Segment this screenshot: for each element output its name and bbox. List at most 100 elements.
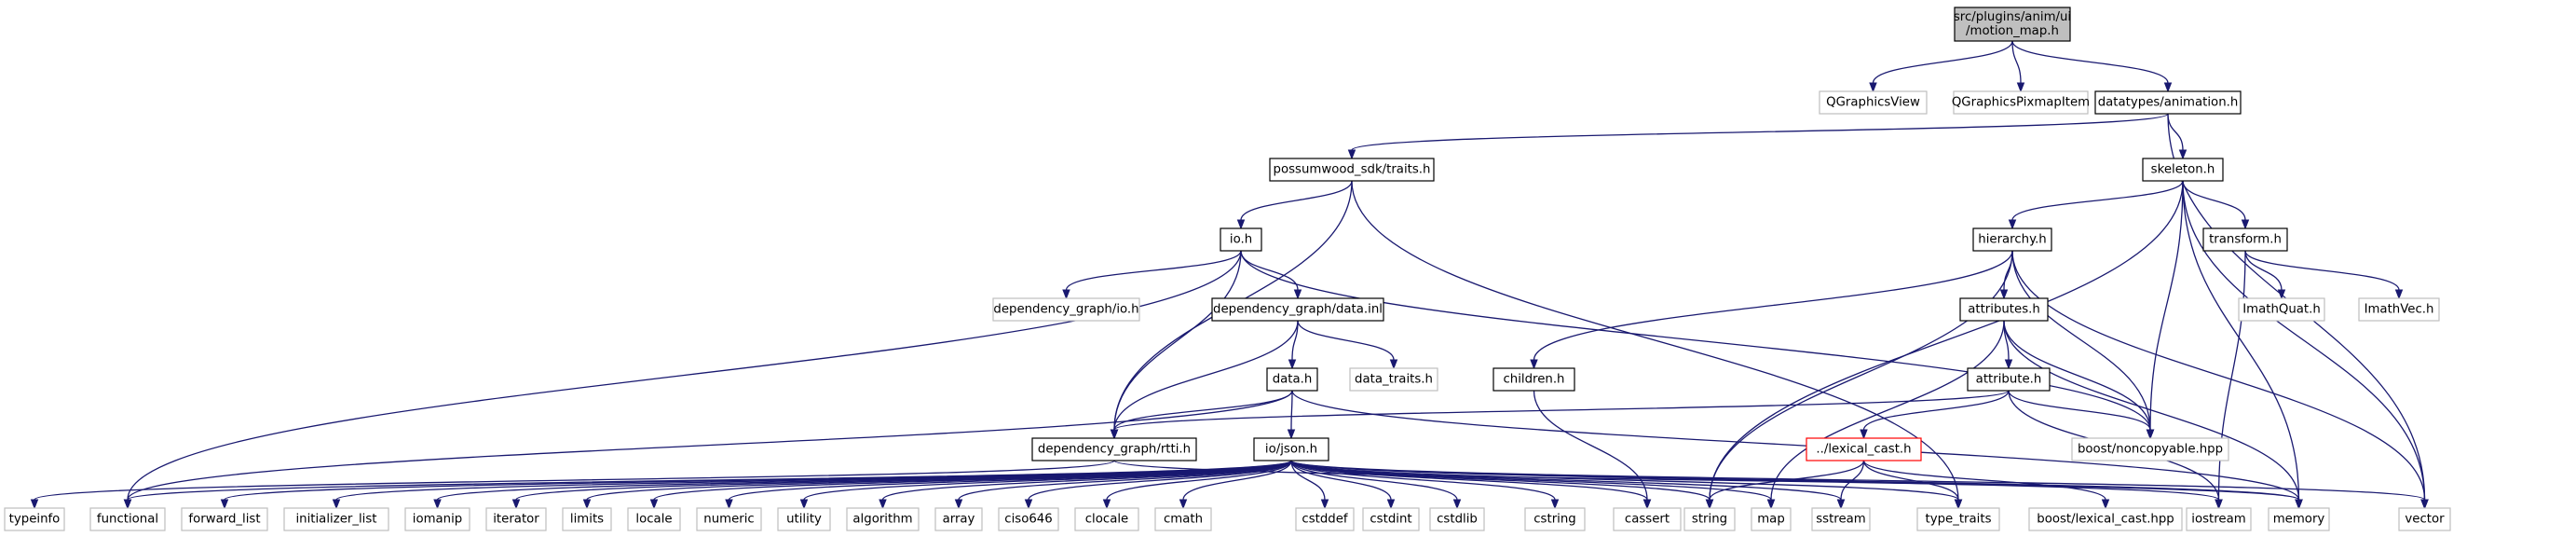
edge-attribute-to-rtti <box>1113 390 2010 431</box>
node-label: data_traits.h <box>1355 373 1433 387</box>
arrowhead-hierarchy-to-children <box>1530 359 1538 370</box>
node-label: cmath <box>1164 513 1203 527</box>
node-box <box>1362 507 1420 531</box>
arrowhead-attribute-to-lexical_cast <box>1860 429 1868 440</box>
node-box <box>1751 507 1792 531</box>
node-attributes[interactable]: attributes.h <box>1959 297 2049 322</box>
node-label: cstdint <box>1370 513 1411 527</box>
node-box <box>1811 507 1871 531</box>
node-rtti[interactable]: dependency_graph/rtti.h <box>1031 437 1197 461</box>
edge-lexical_cast-to-boost_lexical_cast <box>1862 460 2106 501</box>
arrowhead-json-to-type_traits <box>1954 499 1963 510</box>
arrowhead-rtti-to-typeinfo <box>30 499 39 510</box>
node-box <box>1074 507 1139 531</box>
edge-transform-to-imathvec <box>2244 250 2400 291</box>
node-boost-lexical-cast: boost/lexical_cast.hpp <box>2028 507 2183 531</box>
node-box <box>1269 158 1435 182</box>
node-label: src/plugins/anim/ui <box>1954 10 2071 24</box>
node-label: hierarchy.h <box>1978 233 2046 247</box>
arrowhead-root-to-qgraphicsview <box>1869 82 1877 93</box>
arrowhead-json-to-limits <box>582 499 592 510</box>
arrowhead-json-to-memory <box>2295 499 2303 510</box>
edge-data-to-functional <box>127 390 1293 501</box>
node-sstream: sstream <box>1811 507 1871 531</box>
node-label: datatypes/animation.h <box>2098 96 2239 110</box>
node-string: string <box>1683 507 1736 531</box>
node-label: boost/noncopyable.hpp <box>2078 443 2223 457</box>
node-label: iomanip <box>413 513 463 527</box>
node-skeleton[interactable]: skeleton.h <box>2142 158 2224 182</box>
node-cstdlib: cstdlib <box>1429 507 1485 531</box>
node-lexical-cast[interactable]: ../lexical_cast.h <box>1806 437 1922 461</box>
edge-io-to-noncopyable <box>1240 250 2151 431</box>
arrowhead-json-to-string <box>1705 499 1714 510</box>
node-forward-list: forward_list <box>181 507 268 531</box>
edge-root-to-qgraphicspixmapitem <box>2011 40 2022 84</box>
edge-dg_data_inl-to-rtti <box>1113 320 1299 431</box>
node-hierarchy[interactable]: hierarchy.h <box>1972 227 2052 252</box>
arrowhead-lexical_cast-to-boost_lexical_cast <box>2101 499 2110 510</box>
node-label: map <box>1757 513 1785 527</box>
graph-nodes: src/plugins/anim/ui/motion_map.hQGraphic… <box>4 7 2451 531</box>
node-children[interactable]: children.h <box>1492 367 1575 392</box>
edge-json-to-array <box>958 460 1292 501</box>
arrowhead-skeleton-to-transform <box>2241 219 2250 230</box>
node-animation[interactable]: datatypes/animation.h <box>2094 90 2242 115</box>
node-label: QGraphicsPixmapItem <box>1952 96 2090 110</box>
edge-io-to-rtti <box>1113 250 1242 431</box>
node-transform[interactable]: transform.h <box>2202 227 2288 252</box>
edge-lexical_cast-to-type_traits <box>1862 460 1959 501</box>
node-qgraphicsview: QGraphicsView <box>1819 90 1928 115</box>
node-box <box>696 507 762 531</box>
node-label: cstdlib <box>1437 513 1478 527</box>
node-label: io.h <box>1230 233 1252 247</box>
edge-attributes-to-map <box>1770 320 2005 501</box>
arrowhead-dg_data_inl-to-data <box>1288 359 1297 370</box>
node-attribute[interactable]: attribute.h <box>1967 367 2051 392</box>
node-iomanip: iomanip <box>404 507 470 531</box>
node-label: sstream <box>1816 513 1866 527</box>
node-label: utility <box>786 513 822 527</box>
edge-transform-to-iostream <box>2217 250 2246 501</box>
node-label: cstddef <box>1302 513 1348 527</box>
node-box <box>1972 227 2052 252</box>
node-locale: locale <box>627 507 681 531</box>
node-json[interactable]: io/json.h <box>1253 437 1329 461</box>
node-label: memory <box>2273 513 2325 527</box>
node-traits[interactable]: possumwood_sdk/traits.h <box>1269 158 1435 182</box>
node-root[interactable]: src/plugins/anim/ui/motion_map.h <box>1954 7 2071 42</box>
edge-data-to-memory <box>1291 390 2300 501</box>
node-box <box>404 507 470 531</box>
node-data-traits: data_traits.h <box>1349 367 1438 392</box>
node-label: ciso646 <box>1004 513 1052 527</box>
node-box <box>1959 297 2049 322</box>
arrowhead-json-to-iostream <box>2215 499 2223 510</box>
node-data[interactable]: data.h <box>1266 367 1318 392</box>
arrowhead-json-to-cmath <box>1179 499 1188 510</box>
edge-children-to-cassert <box>1533 390 1648 501</box>
node-dg-data-inl[interactable]: dependency_graph/data.inl <box>1211 297 1384 322</box>
node-box <box>627 507 681 531</box>
node-box <box>2142 158 2224 182</box>
node-box <box>1211 297 1384 322</box>
edge-attributes-to-memory <box>2003 320 2300 501</box>
edge-io-to-functional <box>127 250 1242 501</box>
edge-skeleton-to-string <box>1709 180 2184 501</box>
node-label: typeinfo <box>9 513 61 527</box>
node-label: attributes.h <box>1968 303 2040 317</box>
node-io[interactable]: io.h <box>1220 227 1262 252</box>
edge-io-to-dg_io <box>1065 250 1242 291</box>
arrowhead-root-to-animation <box>2163 82 2173 93</box>
edge-hierarchy-to-vector <box>2011 250 2426 501</box>
node-map: map <box>1751 507 1792 531</box>
node-type-traits: type_traits <box>1916 507 2000 531</box>
node-ciso646: ciso646 <box>998 507 1059 531</box>
node-cassert: cassert <box>1613 507 1682 531</box>
node-label: algorithm <box>852 513 912 527</box>
node-utility: utility <box>777 507 831 531</box>
node-label: iostream <box>2191 513 2245 527</box>
node-box <box>485 507 547 531</box>
edge-json-to-vector <box>1290 460 2426 501</box>
node-box <box>1683 507 1736 531</box>
